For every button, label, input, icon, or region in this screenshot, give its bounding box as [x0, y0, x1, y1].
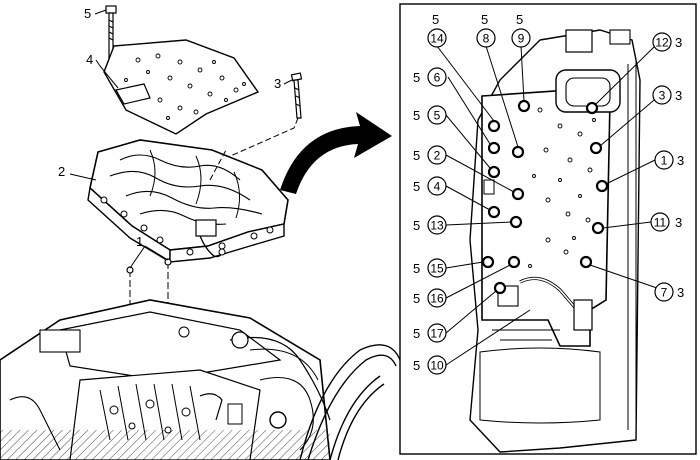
- bolt-15-number: 15: [430, 262, 444, 276]
- bolt-17-torque: 5: [413, 326, 420, 341]
- bolt-11-circle: [650, 212, 670, 232]
- bolt-marker-16: [507, 255, 521, 269]
- callout-4: 4: [86, 52, 93, 67]
- bolt-14-number: 14: [430, 32, 444, 46]
- bolt-marker-11: [591, 221, 605, 235]
- callout-5-top: 5: [84, 6, 91, 21]
- bolt-marker-4: [487, 205, 501, 219]
- bolt-1-circle: [654, 150, 674, 170]
- bolt-markers: [481, 99, 609, 295]
- bolt-8-number: 8: [483, 32, 490, 46]
- bolt-callouts: 5 14 5 8 5 9 12 3 5 6 3 3 5 5: [413, 12, 684, 375]
- bolt-14-circle: [427, 28, 447, 48]
- bolt-4-number: 4: [434, 180, 441, 194]
- callout-leaders: [69, 9, 293, 181]
- bolt-12-circle: [652, 32, 672, 52]
- callout-1: 1: [136, 234, 143, 249]
- bolt-8-circle: [476, 28, 496, 48]
- bolt-15-torque: 5: [413, 261, 420, 276]
- bolt-4-circle: [427, 176, 447, 196]
- bolt-marker-1: [595, 179, 609, 193]
- bolt-7-circle: [654, 282, 674, 302]
- bolt-12-torque: 3: [675, 35, 682, 50]
- bolt-14-torque: 5: [432, 12, 439, 27]
- bolt-11-torque: 3: [675, 215, 682, 230]
- transmission-case-illustration: [0, 299, 331, 460]
- bolt-6-torque: 5: [413, 70, 420, 85]
- bolt-6-number: 6: [434, 71, 441, 85]
- bolt-2-number: 2: [434, 149, 441, 163]
- bolt-3-number: 3: [659, 89, 666, 103]
- bolt-marker-13: [509, 215, 523, 229]
- bolt-4-torque: 5: [413, 179, 420, 194]
- bolt-3-illustration: [290, 72, 303, 119]
- bolt-marker-5: [487, 165, 501, 179]
- bolt-9-circle: [511, 28, 531, 48]
- detail-leaders: [436, 45, 661, 366]
- bolt-3-alignment-line: [225, 117, 299, 159]
- bolt-marker-12: [585, 101, 599, 115]
- bolt-16-torque: 5: [413, 291, 420, 306]
- bolt-12-number: 12: [655, 36, 669, 50]
- bolt-13-number: 13: [430, 219, 444, 233]
- view-transition-arrow: [280, 112, 392, 194]
- bolt-2-circle: [427, 145, 447, 165]
- bolt-marker-15: [481, 255, 495, 269]
- bolt-7-number: 7: [661, 286, 668, 300]
- bolt-3-circle: [652, 85, 672, 105]
- bolt-2-torque: 5: [413, 148, 420, 163]
- exploded-view: 5 4 3 2 1: [0, 5, 401, 460]
- bolt-marker-6: [487, 141, 501, 155]
- bolt-11-number: 11: [654, 216, 667, 230]
- bolt-8-torque: 5: [481, 12, 488, 27]
- bolt-16-circle: [427, 288, 447, 308]
- bolt-10-circle: [427, 355, 447, 375]
- bolt-9-number: 9: [518, 32, 525, 46]
- bolt-6-circle: [427, 67, 447, 87]
- detail-view: 5 14 5 8 5 9 12 3 5 6 3 3 5 5: [399, 3, 697, 455]
- separator-plate-illustration: [103, 39, 260, 135]
- bolt-17-number: 17: [430, 327, 444, 341]
- bolt-5-circle: [427, 105, 447, 125]
- bolt-16-number: 16: [430, 292, 444, 306]
- bolt-marker-9: [517, 99, 531, 113]
- bolt-marker-2: [511, 187, 525, 201]
- bolt-5-number: 5: [434, 109, 441, 123]
- bolt-10-number: 10: [430, 359, 444, 373]
- bolt-1-torque: 3: [677, 153, 684, 168]
- bolt-9-torque: 5: [516, 12, 523, 27]
- bolt-17-circle: [427, 323, 447, 343]
- bolt-1-number: 1: [661, 154, 668, 168]
- valve-body-illustration: [87, 139, 289, 264]
- bolt-5-torque: 5: [413, 108, 420, 123]
- bolt-marker-14: [487, 119, 501, 133]
- bolt-marker-8: [511, 145, 525, 159]
- callout-2: 2: [58, 164, 65, 179]
- bolt-15-circle: [427, 258, 447, 278]
- bolt-7-torque: 3: [677, 285, 684, 300]
- bolt-marker-7: [579, 255, 593, 269]
- bolt-13-circle: [427, 215, 447, 235]
- bolt-marker-3: [589, 141, 603, 155]
- bolt-3-torque: 3: [675, 88, 682, 103]
- bolt-marker-17: [493, 281, 507, 295]
- bolt-13-torque: 5: [413, 218, 420, 233]
- wiring-harness-illustration: [269, 344, 401, 460]
- callout-3: 3: [274, 76, 281, 91]
- bolt-10-torque: 5: [413, 358, 420, 373]
